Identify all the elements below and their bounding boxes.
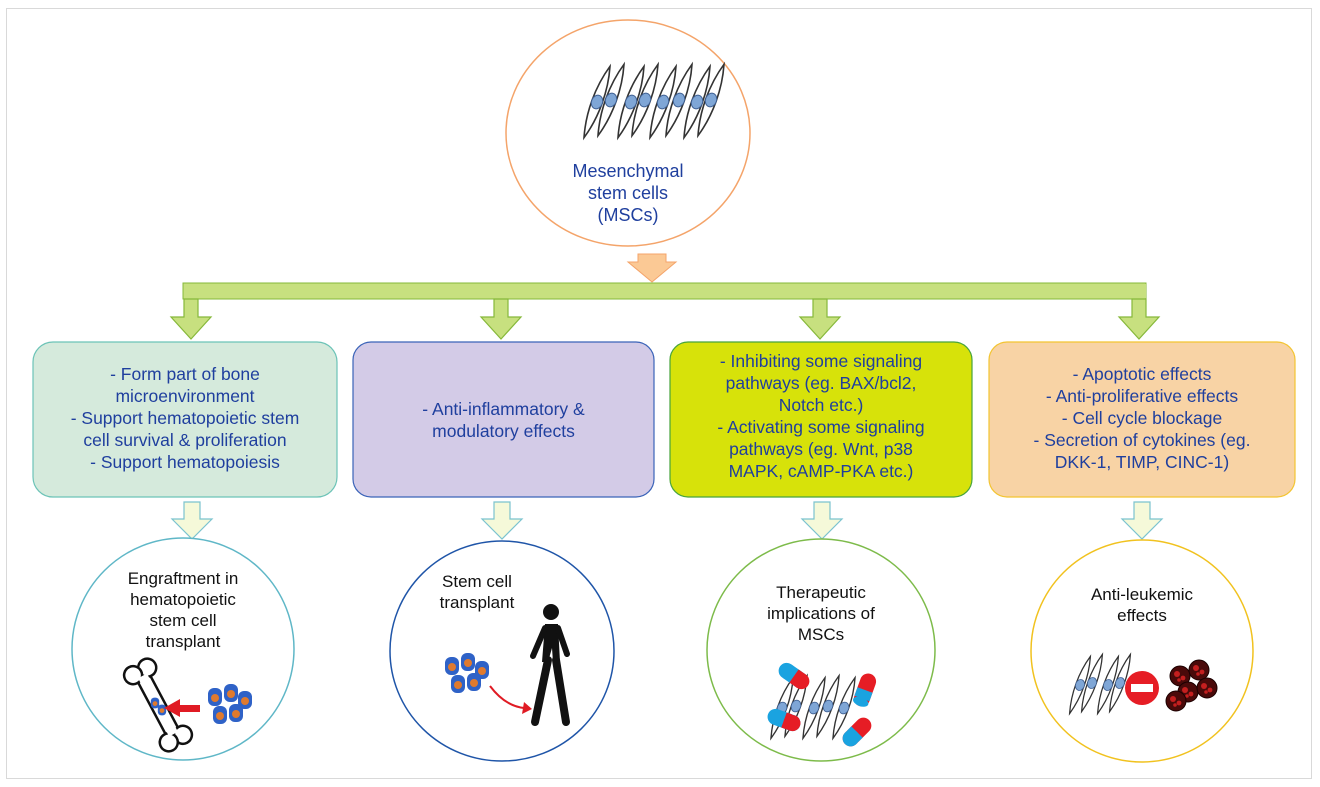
red-arrow-icon	[164, 699, 200, 717]
box-2-text: - Anti-inflammatory & modulatory effects	[353, 398, 654, 442]
walking-person-icon	[530, 604, 570, 726]
box-line: - Anti-inflammatory &	[422, 399, 585, 419]
capsule-icon	[767, 662, 877, 747]
circle-line: stem cell	[149, 611, 217, 630]
box-line: pathways (eg. Wnt, p38	[729, 439, 913, 459]
circle-3-text: Therapeutic implications of MSCs	[736, 582, 906, 645]
box-line: Notch etc.)	[778, 395, 864, 415]
box-line: - Anti-proliferative effects	[1045, 386, 1239, 406]
circle-line: hematopoietic	[130, 590, 236, 609]
box-4-text: - Apoptotic effects - Anti-proliferative…	[989, 363, 1295, 473]
box-line: cell survival & proliferation	[83, 430, 287, 450]
figure-frame	[6, 8, 1312, 779]
circle-therapeutic	[706, 538, 936, 762]
msc-label-line: stem cells	[587, 183, 668, 203]
circle-line: transplant	[439, 593, 515, 612]
box-line: - Secretion of cytokines (eg.	[1033, 430, 1251, 450]
box-line: - Apoptotic effects	[1072, 364, 1212, 384]
circle-4-text: Anti-leukemic effects	[1062, 584, 1222, 626]
circle-stem-cell-transplant	[389, 540, 615, 762]
circle-line: Stem cell	[442, 572, 512, 591]
connector-arrows	[169, 298, 1161, 340]
box-line: - Cell cycle blockage	[1061, 408, 1223, 428]
box-down-arrows	[170, 501, 1164, 540]
box-line: microenvironment	[115, 386, 255, 406]
box-line: modulatory effects	[432, 421, 575, 441]
circle-line: effects	[1117, 606, 1167, 625]
box-anti-inflammatory	[352, 341, 655, 498]
circle-line: implications of	[767, 604, 875, 623]
red-arrow-icon	[489, 685, 532, 714]
box-1-text: - Form part of bone microenvironment - S…	[33, 363, 337, 473]
box-line: - Form part of bone	[110, 364, 260, 384]
box-line: - Support hematopoiesis	[90, 452, 280, 472]
box-line: - Activating some signaling	[717, 417, 925, 437]
box-signaling-pathways	[669, 341, 973, 498]
box-line: MAPK, cAMP-PKA etc.)	[728, 461, 914, 481]
msc-label-line: (MSCs)	[597, 205, 659, 225]
circle-line: Engraftment in	[127, 569, 239, 588]
circle-1-text: Engraftment in hematopoietic stem cell t…	[103, 568, 263, 652]
circle-anti-leukemic	[1030, 539, 1254, 763]
no-entry-icon	[1125, 671, 1159, 705]
top-down-arrow	[626, 253, 678, 283]
box-apoptotic-effects	[988, 341, 1296, 498]
box-line: - Inhibiting some signaling	[719, 351, 923, 371]
box-line: - Support hematopoietic stem	[70, 408, 300, 428]
circle-line: Therapeutic	[776, 583, 866, 602]
msc-label: Mesenchymal stem cells (MSCs)	[548, 160, 708, 226]
circle-line: Anti-leukemic	[1090, 585, 1194, 604]
box-line: pathways (eg. BAX/bcl2,	[725, 373, 917, 393]
box-line: DKK-1, TIMP, CINC-1)	[1054, 452, 1230, 472]
msc-label-line: Mesenchymal	[572, 161, 684, 181]
circle-line: MSCs	[797, 625, 845, 644]
circle-line: transplant	[145, 632, 221, 651]
circle-2-text: Stem cell transplant	[402, 571, 552, 613]
box-bone-microenvironment	[32, 341, 338, 498]
box-3-text: - Inhibiting some signaling pathways (eg…	[670, 350, 972, 482]
